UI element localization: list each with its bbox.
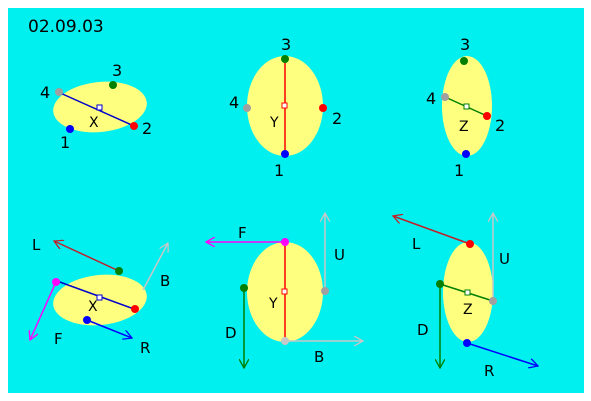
dot-light-gray xyxy=(281,337,289,345)
axis-label: Z xyxy=(459,119,469,135)
point-label-1: 1 xyxy=(454,161,464,180)
arrow-B xyxy=(142,243,168,291)
dot-green xyxy=(115,267,123,275)
arrow-label-F: F xyxy=(238,224,247,242)
axis-center-z xyxy=(463,103,470,110)
arrow-F xyxy=(30,281,57,340)
arrow-label-D: D xyxy=(225,324,237,342)
point-label-3: 3 xyxy=(112,61,122,80)
dot-blue xyxy=(463,339,471,347)
axis-line-x xyxy=(57,91,135,127)
axis-line-x xyxy=(56,280,135,310)
point-label-2: 2 xyxy=(495,116,505,135)
point-4 xyxy=(243,104,251,112)
point-label-1: 1 xyxy=(60,133,70,152)
arrow-label-L: L xyxy=(32,236,41,254)
point-4 xyxy=(55,88,63,96)
point-label-4: 4 xyxy=(426,89,436,108)
point-1 xyxy=(281,150,289,158)
bottom-panel-y: Y F U D B xyxy=(206,213,363,368)
point-2 xyxy=(483,112,491,120)
dot-green xyxy=(436,280,444,288)
point-label-1: 1 xyxy=(274,161,284,180)
point-4 xyxy=(441,93,449,101)
arrow-L xyxy=(54,241,120,272)
arrow-R xyxy=(466,342,538,366)
arrow-R xyxy=(86,319,132,338)
point-3 xyxy=(281,55,289,63)
dot-green xyxy=(240,284,248,292)
top-panel-x: X 1 2 3 4 xyxy=(40,61,152,152)
axis-label: Y xyxy=(268,296,278,312)
point-label-2: 2 xyxy=(332,109,342,128)
axis-center-y xyxy=(281,288,288,295)
axis-center-x xyxy=(96,294,103,301)
axis-label: X xyxy=(88,299,98,315)
dot-red xyxy=(131,305,139,313)
diagram-svg: 02.09.03 X 1 2 3 4 Y 1 2 3 4 xyxy=(8,8,584,393)
axis-center-z xyxy=(464,289,471,296)
arrow-label-L: L xyxy=(412,235,421,253)
dot-red xyxy=(466,240,474,248)
arrow-label-R: R xyxy=(140,339,150,357)
arrow-L xyxy=(393,216,471,245)
diagram-canvas: 02.09.03 X 1 2 3 4 Y 1 2 3 4 xyxy=(8,8,584,393)
arrow-label-U: U xyxy=(334,246,345,264)
top-panel-y: Y 1 2 3 4 xyxy=(229,35,342,180)
axis-center-x xyxy=(96,104,103,111)
point-2 xyxy=(319,104,327,112)
bottom-panel-x: X L B F R xyxy=(30,236,170,357)
top-panel-z: Z 1 2 3 4 xyxy=(426,35,505,180)
arrow-label-R: R xyxy=(484,362,494,380)
dot-gray xyxy=(489,297,497,305)
point-label-3: 3 xyxy=(460,35,470,54)
axis-label: Z xyxy=(463,302,473,318)
dot-blue xyxy=(83,316,91,324)
arrow-label-B: B xyxy=(314,348,324,366)
date-title: 02.09.03 xyxy=(28,17,104,37)
point-label-2: 2 xyxy=(142,119,152,138)
dot-magenta xyxy=(281,238,289,246)
point-3 xyxy=(109,81,117,89)
point-label-3: 3 xyxy=(281,35,291,54)
arrow-label-U: U xyxy=(499,250,510,268)
arrow-label-F: F xyxy=(54,330,63,348)
axis-label: X xyxy=(89,115,99,131)
point-3 xyxy=(460,57,468,65)
arrow-label-B: B xyxy=(160,272,170,290)
bottom-panel-z: Z L U D R xyxy=(393,213,538,380)
point-label-4: 4 xyxy=(229,93,239,112)
point-1 xyxy=(462,150,470,158)
axis-label: Y xyxy=(269,115,279,131)
point-label-4: 4 xyxy=(40,83,50,102)
point-2 xyxy=(130,122,138,130)
point-1 xyxy=(66,125,74,133)
axis-center-y xyxy=(281,102,288,109)
dot-gray xyxy=(321,287,329,295)
arrow-label-D: D xyxy=(417,321,429,339)
dot-magenta xyxy=(52,278,60,286)
